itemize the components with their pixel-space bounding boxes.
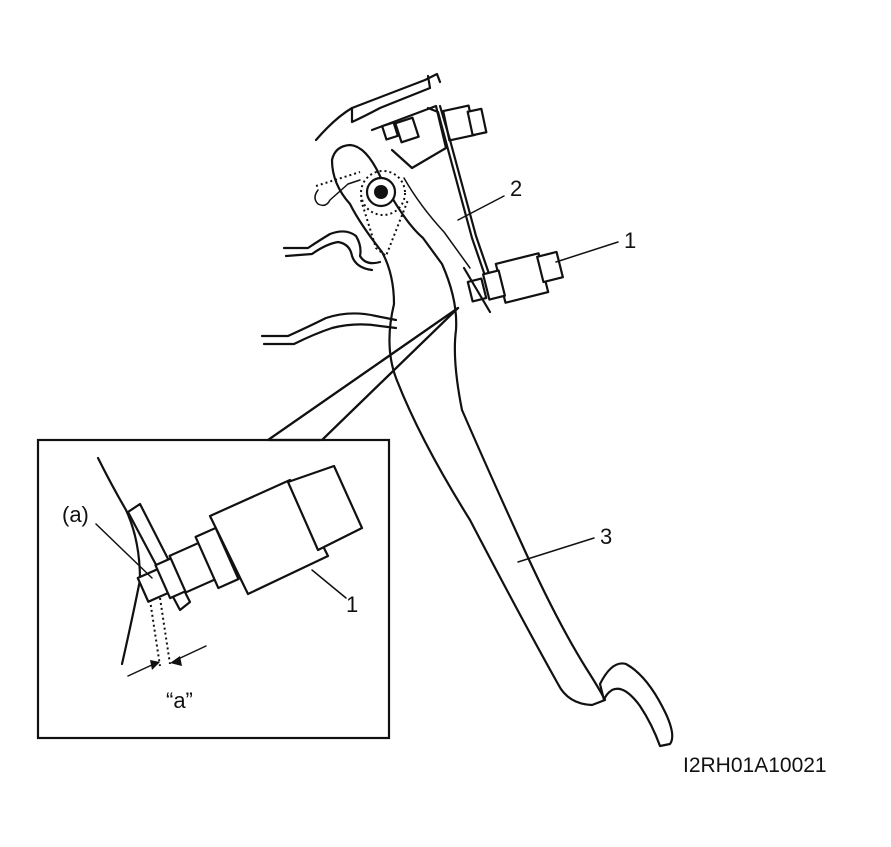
- inset-arm-edge: [96, 456, 142, 666]
- harness-lower-2: [262, 323, 398, 346]
- callout-label-switch: 1: [624, 228, 636, 253]
- spring-hook: [314, 179, 361, 207]
- pedal-rod: [426, 106, 494, 298]
- inset-dimension-arrows: [127, 645, 207, 677]
- callout-label-rod: 2: [510, 176, 522, 201]
- inset-leader-nut: [95, 523, 153, 579]
- bracket-upper-line: [314, 72, 442, 142]
- stop-lamp-switch: [462, 250, 564, 314]
- harness-upper-2: [284, 240, 374, 272]
- bracket-plate: [370, 104, 448, 170]
- callout-switch: 1: [555, 228, 636, 263]
- inset-lock-nut: [136, 556, 188, 603]
- inset-gap-dots-2: [159, 597, 171, 665]
- pedal-rod-2: [438, 104, 498, 296]
- callout-label-pedal: 3: [600, 524, 612, 549]
- inset-leader-switch: [311, 569, 347, 599]
- callout-rod: 2: [457, 176, 522, 221]
- harness-lower: [260, 312, 398, 338]
- figure-code: I2RH01A10021: [683, 754, 827, 777]
- callout-pedal: 3: [517, 524, 612, 563]
- inset-gap-dots-1: [149, 599, 161, 667]
- bracket-top-box: [350, 74, 432, 124]
- detail-inset: (a) 1 “a”: [36, 306, 460, 740]
- inset-switch: [168, 464, 364, 596]
- harness-upper: [282, 230, 382, 265]
- inset-label-gap: “a”: [166, 688, 193, 713]
- pedal-pad: [598, 662, 674, 748]
- pedal-arm-inner-edge: [403, 177, 471, 269]
- inset-label-switch: 1: [346, 592, 358, 617]
- upper-stop-switch: [381, 104, 488, 144]
- pivot-bolt: [360, 170, 409, 258]
- pedal-arm: [330, 143, 607, 707]
- inset-label-nut: (a): [62, 502, 89, 527]
